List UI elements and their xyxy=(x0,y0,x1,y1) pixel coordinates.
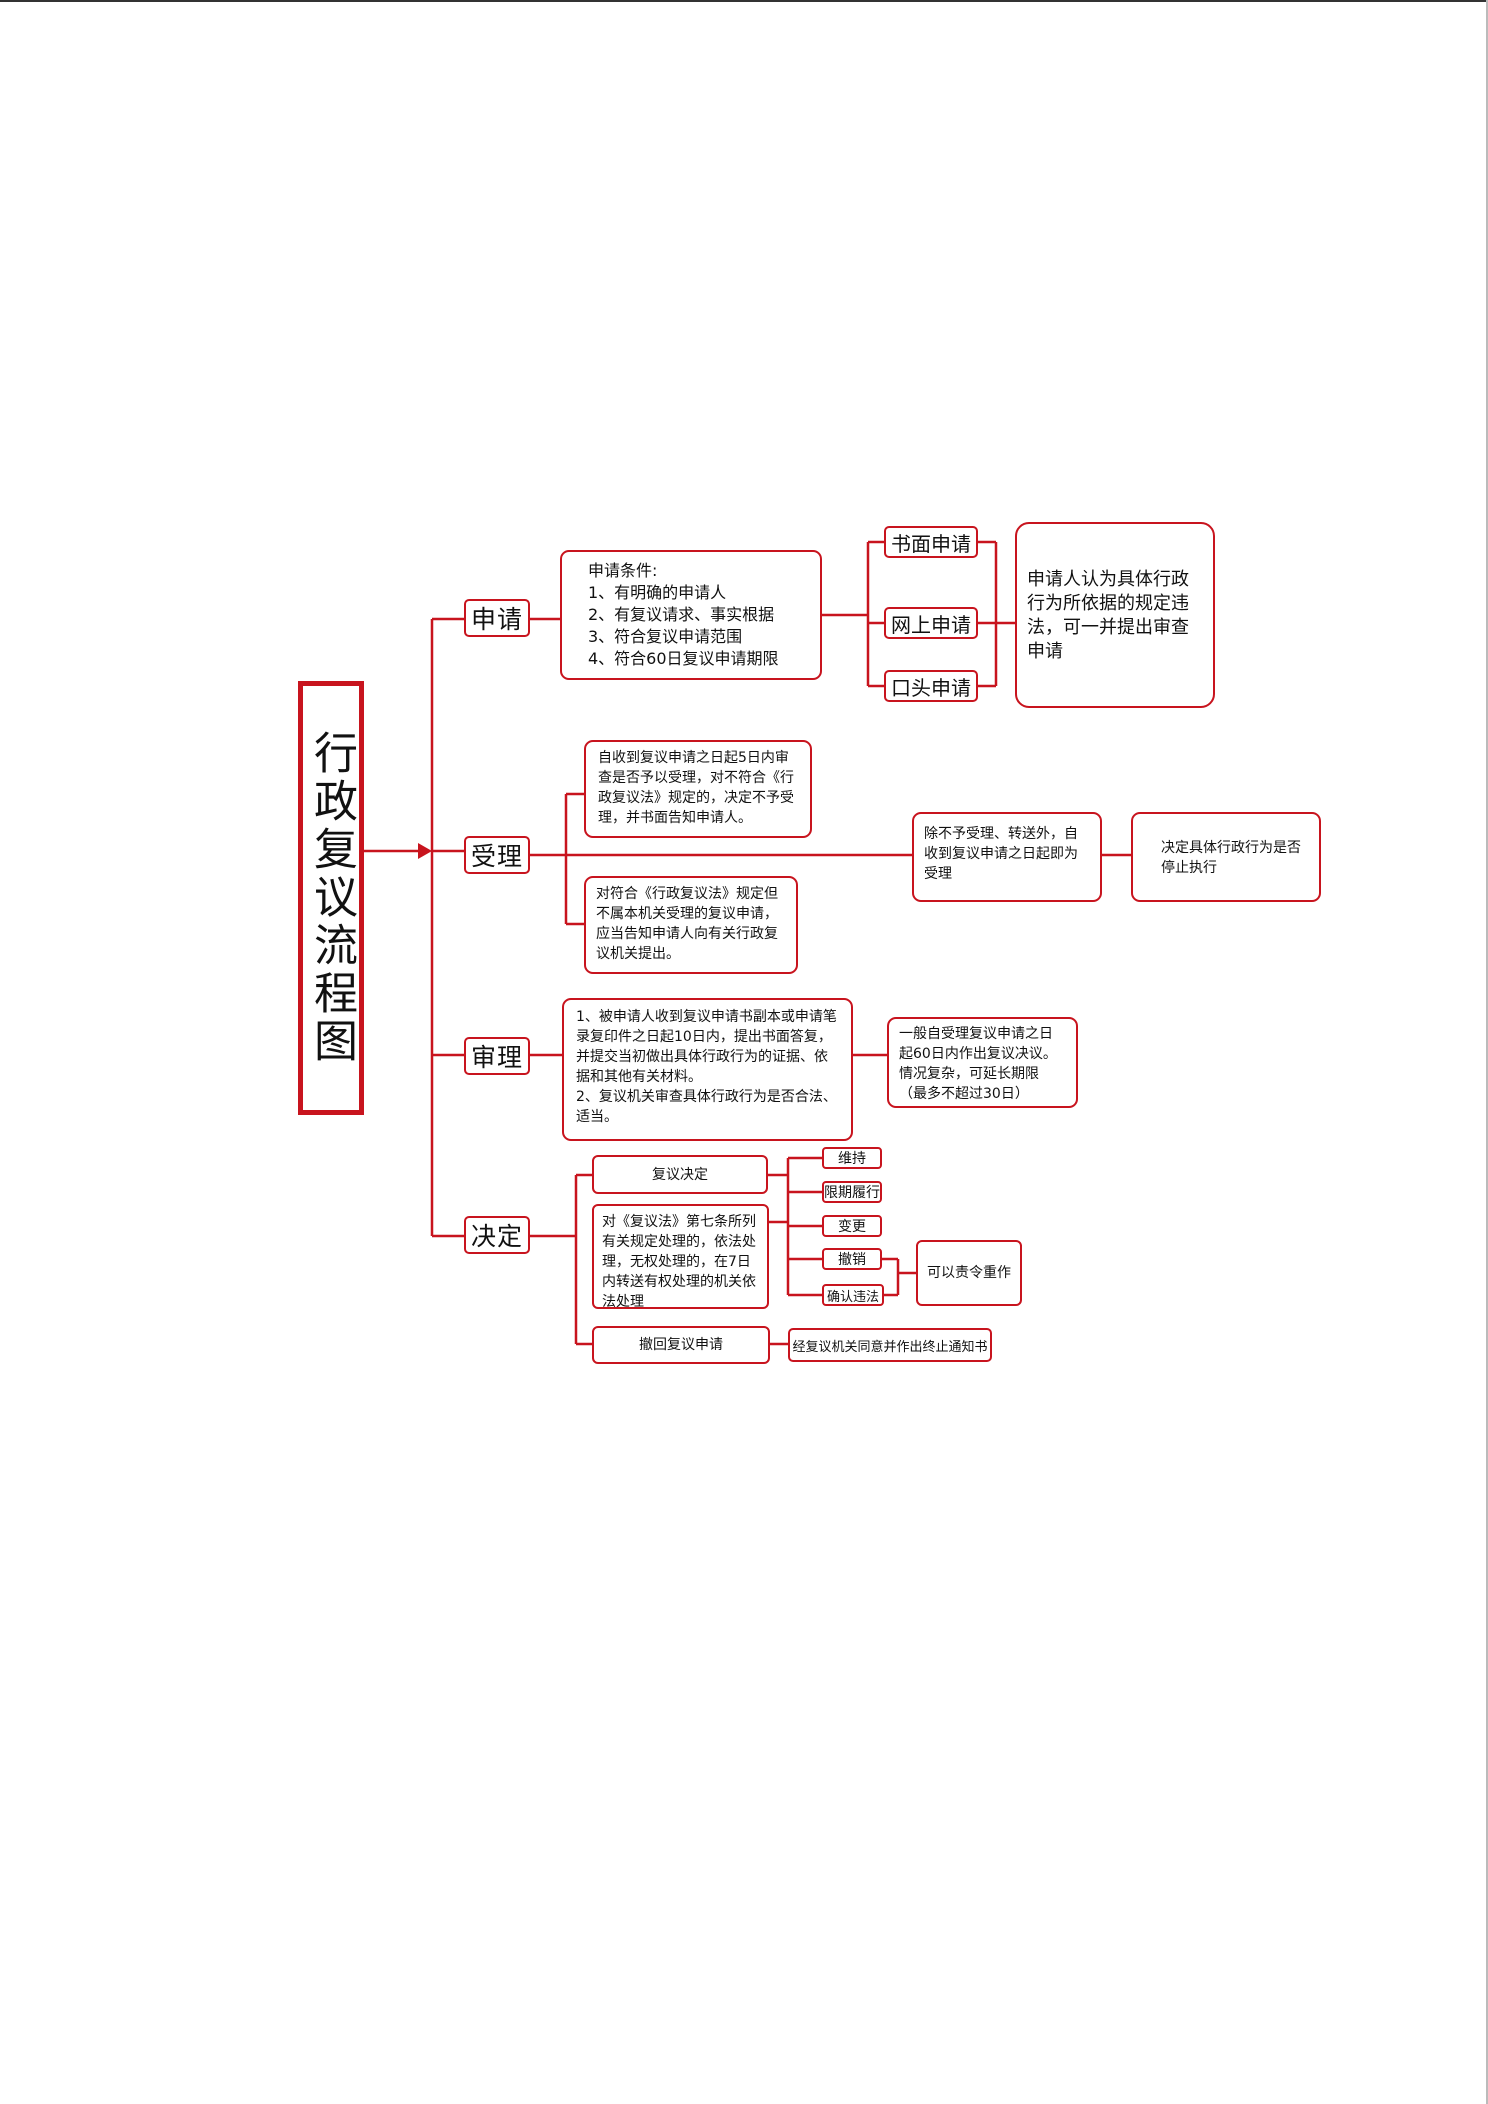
outcome-confirm-illegal: 确认违法 xyxy=(822,1284,884,1306)
review-deadline: 一般自受理复议申请之日起60日内作出复议决议。情况复杂，可延长期限（最多不超过3… xyxy=(887,1017,1078,1108)
apply-conditions: 申请条件: 1、有明确的申请人 2、有复议请求、事实根据 3、符合复议申请范围 … xyxy=(560,550,822,680)
accept-within-5-days: 自收到复议申请之日起5日内审查是否予以受理，对不符合《行政复议法》规定的，决定不… xyxy=(584,740,812,838)
diagram-title: 行政复议流程图 xyxy=(306,730,357,1066)
accept-suspend-execution: 决定具体行政行为是否停止执行 xyxy=(1131,812,1321,902)
diagram-title-box: 行政复议流程图 xyxy=(298,681,364,1115)
stage-review: 审理 xyxy=(464,1037,530,1075)
order-redo: 可以责令重作 xyxy=(916,1240,1022,1306)
outcome-uphold: 维持 xyxy=(822,1147,882,1169)
stage-decide: 决定 xyxy=(464,1216,530,1254)
outcome-modify: 变更 xyxy=(822,1215,882,1237)
outcome-revoke: 撤销 xyxy=(822,1248,882,1270)
withdraw-termination-note: 经复议机关同意并作出终止通知书 xyxy=(788,1328,992,1362)
accept-not-this-agency: 对符合《行政复议法》规定但不属本机关受理的复议申请，应当告知申请人向有关行政复议… xyxy=(584,876,798,974)
review-details: 1、被申请人收到复议申请书副本或申请笔录复印件之日起10日内，提出书面答复，并提… xyxy=(562,998,853,1141)
method-online: 网上申请 xyxy=(884,607,978,639)
apply-joint-review-note: 申请人认为具体行政行为所依据的规定违法，可一并提出审查申请 xyxy=(1015,522,1215,708)
method-oral: 口头申请 xyxy=(884,670,978,702)
withdraw-application: 撤回复议申请 xyxy=(592,1326,770,1364)
page-border-right xyxy=(1486,0,1488,2104)
decision-article-7: 对《复议法》第七条所列有关规定处理的，依法处理，无权处理的，在7日内转送有权处理… xyxy=(592,1204,769,1310)
accept-otherwise: 除不予受理、转送外，自收到复议申请之日起即为受理 xyxy=(912,812,1102,902)
decision-box: 复议决定 xyxy=(592,1155,768,1194)
stage-accept: 受理 xyxy=(464,836,530,874)
outcome-order-performance: 限期履行 xyxy=(822,1181,882,1203)
page-border-top xyxy=(0,0,1488,2)
method-written: 书面申请 xyxy=(884,526,978,558)
arrow-head xyxy=(418,843,432,859)
stage-apply: 申请 xyxy=(464,599,530,637)
